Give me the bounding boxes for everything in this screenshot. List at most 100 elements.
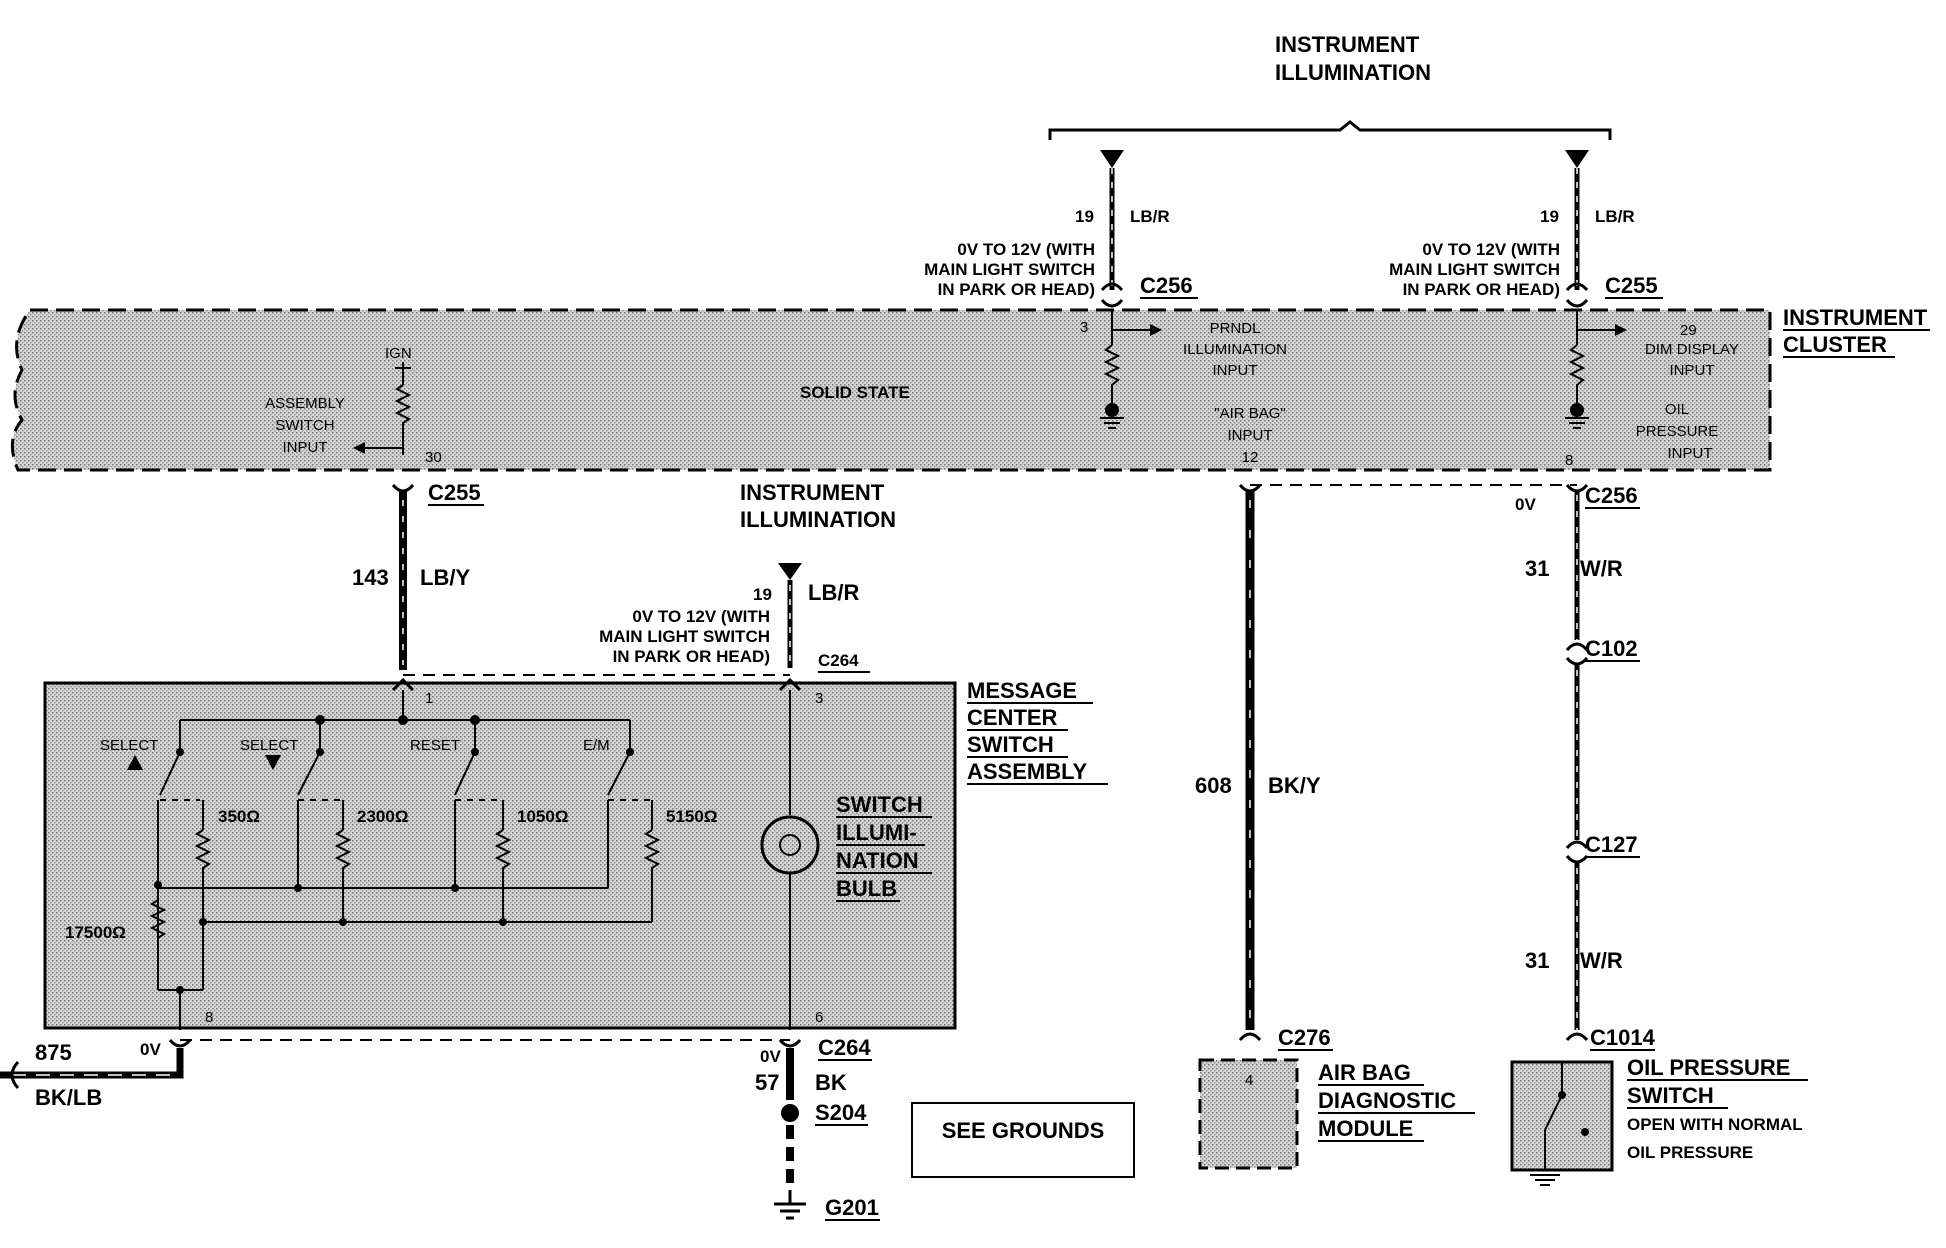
svg-text:G201: G201 (825, 1195, 879, 1220)
message-center-internals: 1 3 SELECT 350Ω SELECT 2300Ω (65, 677, 932, 1030)
svg-text:NATION: NATION (836, 848, 919, 873)
svg-text:CLUSTER: CLUSTER (1783, 332, 1887, 357)
svg-text:MAIN LIGHT SWITCH: MAIN LIGHT SWITCH (1389, 260, 1560, 279)
svg-text:3: 3 (1080, 319, 1088, 336)
connector-c102: C102 (1585, 636, 1638, 661)
instrument-cluster-box (10, 308, 1772, 472)
svg-text:PRESSURE: PRESSURE (1636, 423, 1719, 440)
svg-text:19: 19 (753, 585, 772, 604)
see-grounds-box[interactable]: SEE GROUNDS (911, 1102, 1135, 1178)
resistor-5150: 5150Ω (666, 807, 717, 826)
svg-text:MODULE: MODULE (1318, 1116, 1413, 1141)
svg-text:MESSAGE: MESSAGE (967, 678, 1077, 703)
resistor-17500: 17500Ω (65, 923, 126, 942)
svg-text:OPEN WITH NORMAL: OPEN WITH NORMAL (1627, 1115, 1803, 1134)
svg-text:875: 875 (35, 1040, 72, 1065)
svg-text:S204: S204 (815, 1100, 867, 1125)
svg-text:OIL PRESSURE: OIL PRESSURE (1627, 1143, 1753, 1162)
solid-state-label: SOLID STATE (800, 383, 910, 402)
svg-text:SEE GROUNDS: SEE GROUNDS (942, 1118, 1105, 1143)
svg-text:57: 57 (755, 1070, 779, 1095)
resistor-2300: 2300Ω (357, 807, 408, 826)
svg-text:OIL PRESSURE: OIL PRESSURE (1627, 1055, 1790, 1080)
svg-text:8: 8 (205, 1009, 213, 1026)
wire-608: 608 BK/Y C276 (1195, 483, 1577, 1051)
connector-c1014: C1014 (1590, 1025, 1656, 1050)
svg-text:143: 143 (352, 565, 389, 590)
svg-text:0V TO 12V (WITH: 0V TO 12V (WITH (1422, 240, 1560, 259)
svg-text:0V: 0V (760, 1047, 781, 1066)
svg-text:0V: 0V (1515, 495, 1536, 514)
svg-text:IN PARK OR HEAD): IN PARK OR HEAD) (1403, 280, 1560, 299)
svg-text:29: 29 (1680, 322, 1697, 339)
svg-text:SWITCH: SWITCH (1627, 1083, 1714, 1108)
connector-c127: C127 (1585, 832, 1638, 857)
svg-text:ILLUMINATION: ILLUMINATION (1275, 60, 1431, 85)
svg-text:0V TO 12V (WITH: 0V TO 12V (WITH (957, 240, 1095, 259)
svg-text:IN PARK OR HEAD): IN PARK OR HEAD) (938, 280, 1095, 299)
message-center-label: MESSAGE CENTER SWITCH ASSEMBLY (967, 678, 1108, 785)
svg-text:BK/LB: BK/LB (35, 1085, 102, 1110)
svg-text:INPUT: INPUT (1668, 445, 1713, 462)
svg-text:BK/Y: BK/Y (1268, 773, 1321, 798)
wire-875: 875 BK/LB 0V (0, 1038, 192, 1110)
svg-text:BULB: BULB (836, 876, 897, 901)
switch-select-up: SELECT (100, 737, 158, 754)
oil-pressure-wire: 0V C256 31 W/R C102 C127 31 W/R C1014 (1515, 483, 1656, 1051)
svg-text:MAIN LIGHT SWITCH: MAIN LIGHT SWITCH (599, 627, 770, 646)
airbag-diagnostic-module: 4 AIR BAG DIAGNOSTIC MODULE (1198, 1058, 1475, 1170)
svg-text:OIL: OIL (1665, 401, 1689, 418)
svg-text:SWITCH: SWITCH (836, 792, 923, 817)
svg-text:0V: 0V (140, 1040, 161, 1059)
ground-path: 0V C264 57 BK S204 G201 (755, 1035, 880, 1221)
svg-text:INSTRUMENT: INSTRUMENT (740, 480, 885, 505)
right-top-feed: 19 LB/R 0V TO 12V (WITH MAIN LIGHT SWITC… (1389, 150, 1739, 429)
connector-c256-oil: C256 (1585, 483, 1638, 508)
svg-text:LB/R: LB/R (1595, 207, 1635, 226)
svg-text:ILLUMINATION: ILLUMINATION (740, 507, 896, 532)
svg-text:1: 1 (425, 690, 433, 707)
svg-text:INPUT: INPUT (1213, 362, 1258, 379)
svg-text:SWITCH: SWITCH (275, 417, 334, 434)
connector-c276: C276 (1278, 1025, 1331, 1050)
connector-c255-top: C255 (1605, 273, 1658, 298)
svg-text:INPUT: INPUT (283, 439, 328, 456)
svg-text:CENTER: CENTER (967, 705, 1058, 730)
svg-text:"AIR BAG": "AIR BAG" (1214, 405, 1286, 422)
svg-text:31: 31 (1525, 948, 1549, 973)
svg-text:MAIN LIGHT SWITCH: MAIN LIGHT SWITCH (924, 260, 1095, 279)
svg-text:8: 8 (1565, 452, 1573, 469)
connector-c255-lower: C255 (428, 480, 481, 505)
svg-text:ASSEMBLY: ASSEMBLY (967, 759, 1088, 784)
splice-s204 (781, 1104, 799, 1122)
svg-text:31: 31 (1525, 556, 1549, 581)
mid-illumination-feed: INSTRUMENT ILLUMINATION 19 LB/R 0V TO 12… (599, 480, 896, 673)
top-illumination-title: INSTRUMENT ILLUMINATION (1275, 32, 1431, 85)
airbag-input-label: "AIR BAG" INPUT 12 (1214, 405, 1286, 466)
svg-text:19: 19 (1075, 207, 1094, 226)
wire-143: C255 143 LB/Y (352, 480, 484, 670)
svg-text:608: 608 (1195, 773, 1232, 798)
svg-text:ILLUMINATION: ILLUMINATION (1183, 341, 1287, 358)
svg-text:ILLUMI-: ILLUMI- (836, 820, 917, 845)
svg-text:4: 4 (1245, 1072, 1253, 1089)
left-top-feed: 19 LB/R 0V TO 12V (WITH MAIN LIGHT SWITC… (924, 150, 1287, 429)
svg-text:12: 12 (1242, 449, 1259, 466)
ign-assembly-switch-input: IGN ASSEMBLY SWITCH INPUT 30 (265, 345, 442, 466)
oil-pressure-switch: OIL PRESSURE SWITCH OPEN WITH NORMAL OIL… (1510, 1055, 1808, 1186)
svg-text:19: 19 (1540, 207, 1559, 226)
resistor-1050: 1050Ω (517, 807, 568, 826)
switch-em: E/M (583, 737, 610, 754)
resistor-350: 350Ω (218, 807, 260, 826)
svg-text:AIR BAG: AIR BAG (1318, 1060, 1411, 1085)
connector-c264-top: C264 (818, 651, 859, 670)
svg-text:INPUT: INPUT (1228, 427, 1273, 444)
svg-text:30: 30 (425, 449, 442, 466)
svg-text:DIM DISPLAY: DIM DISPLAY (1645, 341, 1739, 358)
connector-c264-bottom: C264 (818, 1035, 871, 1060)
svg-text:BK: BK (815, 1070, 847, 1095)
svg-text:0V TO 12V (WITH: 0V TO 12V (WITH (632, 607, 770, 626)
svg-text:W/R: W/R (1580, 556, 1623, 581)
svg-text:SWITCH: SWITCH (967, 732, 1054, 757)
svg-text:LB/R: LB/R (1130, 207, 1170, 226)
